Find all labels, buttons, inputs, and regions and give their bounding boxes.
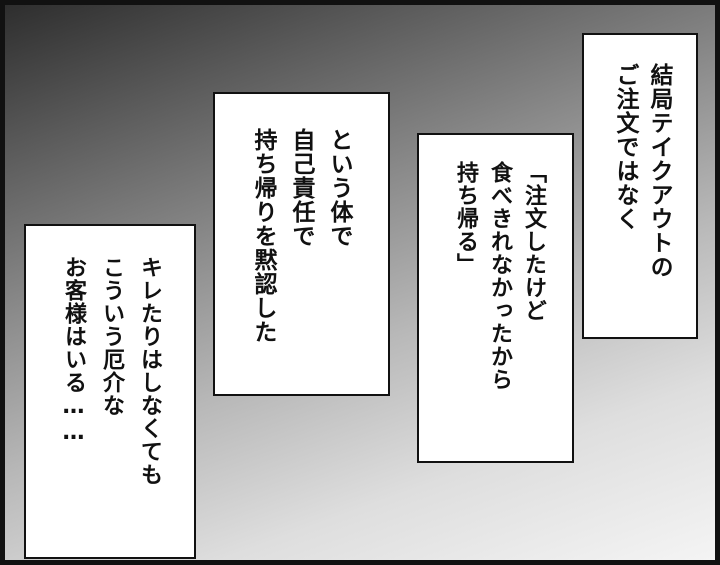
caption-box-2: 「注文したけど 食べきれなかったから 持ち帰る」: [417, 133, 574, 463]
caption-text-4: キレたりはしなくても こういう厄介な お客様はいる……: [54, 256, 168, 486]
caption-line: キレたりはしなくても: [137, 256, 162, 486]
caption-line: お客様はいる……: [61, 256, 86, 446]
caption-box-1: 結局テイクアウトの ご注文ではなく: [582, 33, 698, 339]
caption-text-1: 結局テイクアウトの ご注文ではなく: [608, 63, 676, 279]
caption-box-4: キレたりはしなくても こういう厄介な お客様はいる……: [24, 224, 196, 559]
caption-line: 持ち帰りを黙認した: [250, 128, 276, 344]
caption-box-3: という体で 自己責任で 持ち帰りを黙認した: [213, 92, 390, 396]
caption-text-3: という体で 自己責任で 持ち帰りを黙認した: [244, 128, 358, 344]
caption-line: 食べきれなかったから: [487, 161, 512, 391]
caption-line: 結局テイクアウトの: [646, 63, 672, 279]
caption-line: 「注文したけど: [521, 161, 546, 322]
caption-text-2: 「注文したけど 食べきれなかったから 持ち帰る」: [448, 161, 550, 391]
caption-line: 自己責任で: [288, 128, 314, 248]
caption-line: こういう厄介な: [99, 256, 124, 417]
caption-line: ご注文ではなく: [612, 63, 638, 231]
caption-line: 持ち帰る」: [453, 161, 478, 276]
caption-line: という体で: [326, 128, 352, 248]
